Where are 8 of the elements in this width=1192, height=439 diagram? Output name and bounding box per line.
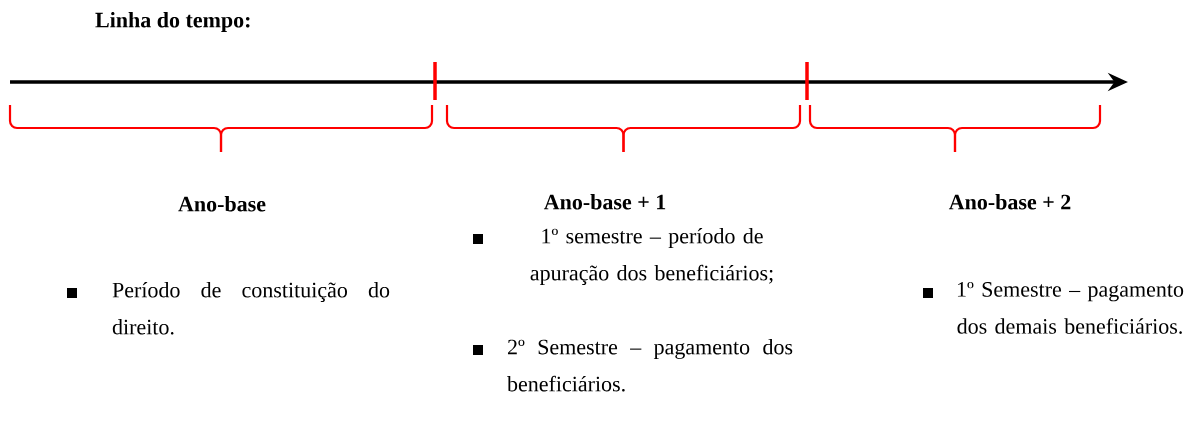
bullet-text: Período de constituição do direito.	[112, 282, 390, 335]
period-heading: Ano-base	[178, 196, 266, 212]
bullet-text: 1º Semestre – pagamento dos demais beneficiários.	[957, 282, 1184, 334]
period-heading: Ano-base + 2	[948, 194, 1071, 210]
period-heading: Ano-base + 1	[543, 194, 666, 210]
bullet-text: 2º Semestre – pagamento dos beneficiários.	[507, 339, 793, 392]
bullet-text: 1º semestre – período de apuração dos beneficiários;	[530, 228, 773, 285]
title: Linha do tempo:	[95, 12, 250, 32]
